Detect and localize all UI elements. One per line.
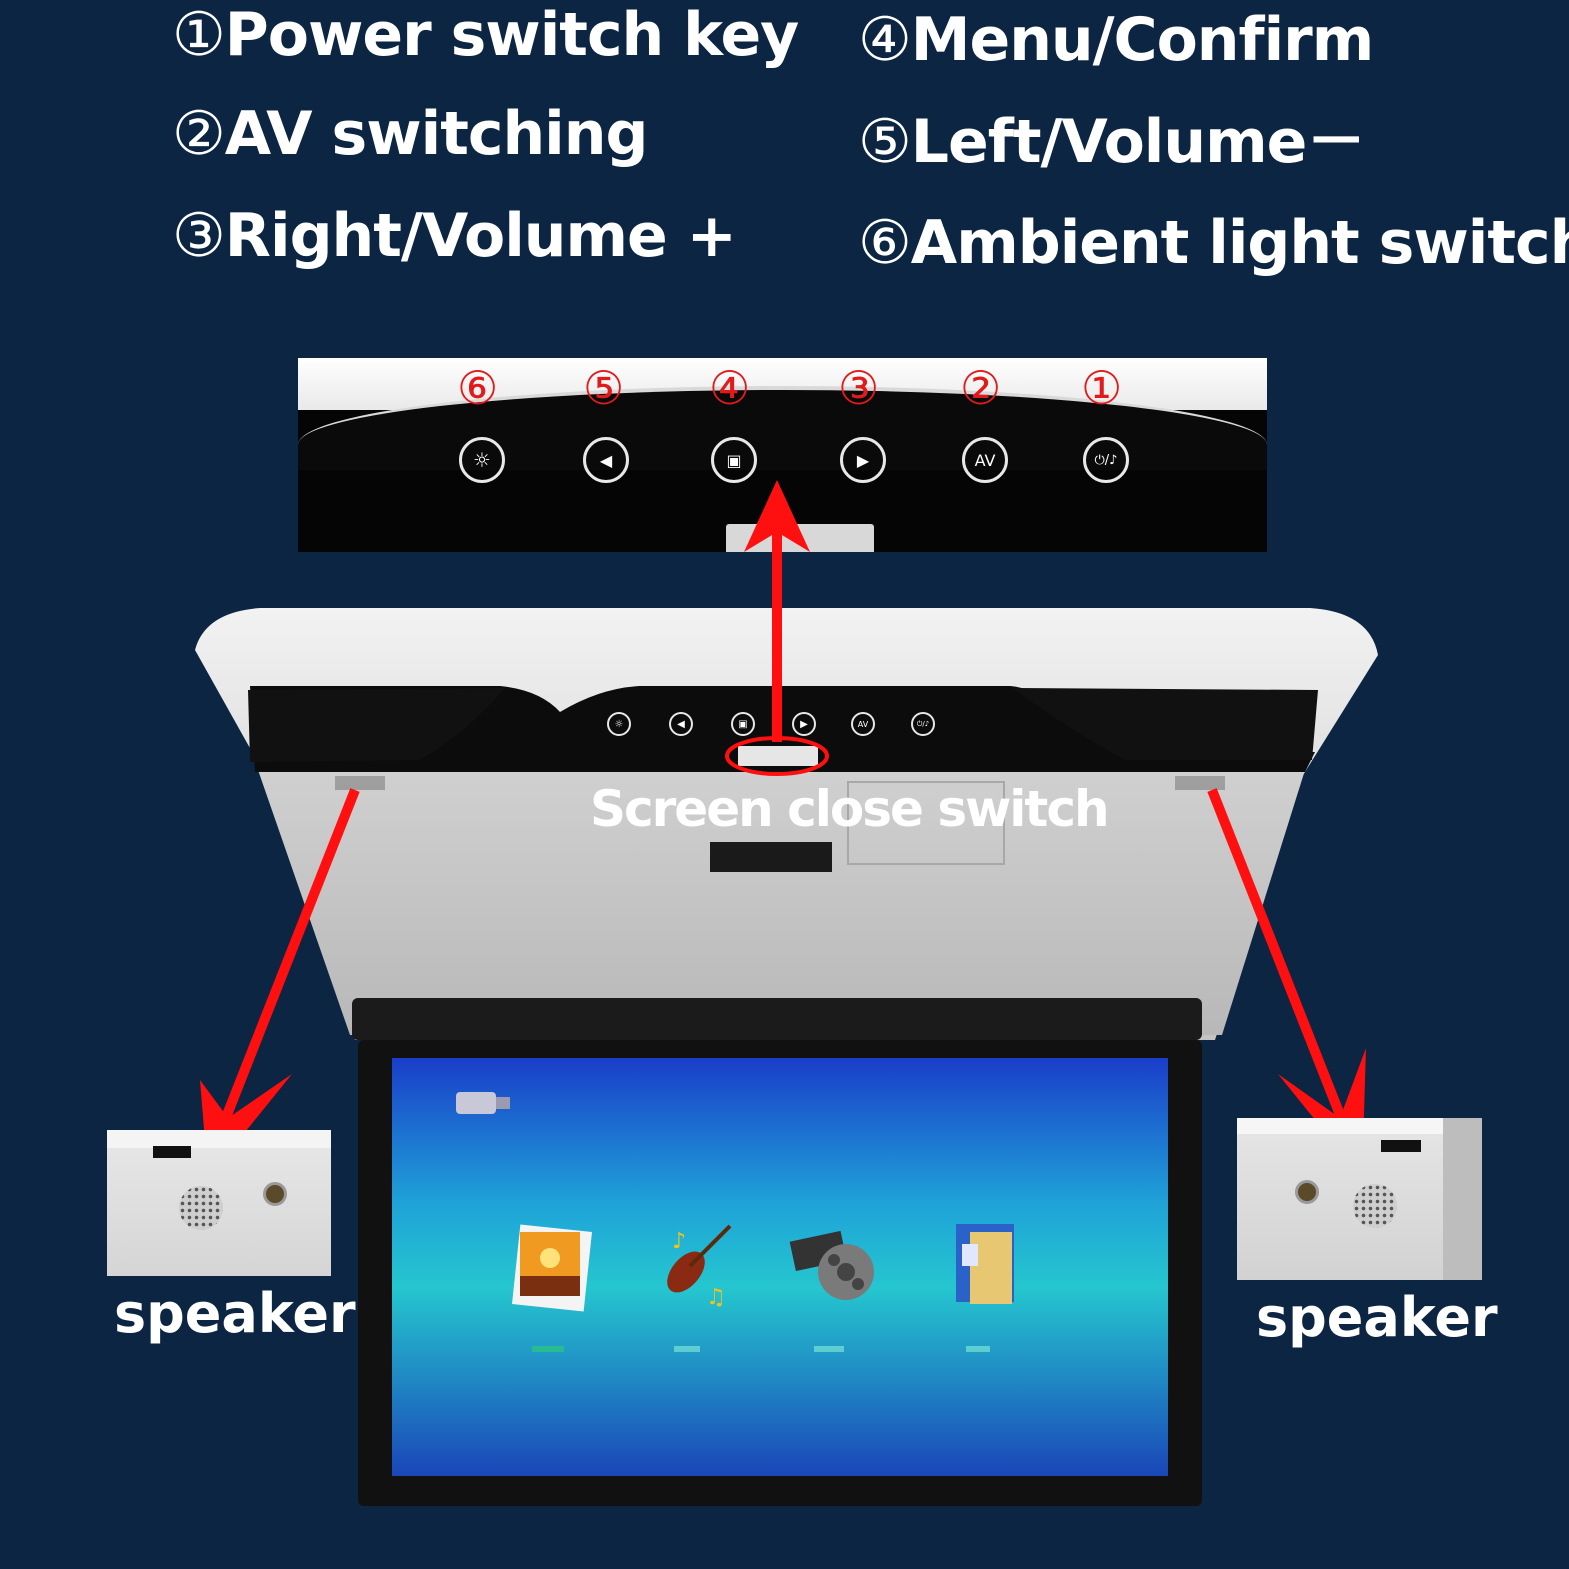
- menu-icon: ▣: [726, 450, 742, 470]
- svg-text:♫: ♫: [706, 1285, 726, 1310]
- speaker-label-left: speaker: [114, 1282, 356, 1345]
- arrow-left-shaft: [220, 788, 360, 1122]
- svg-text:♪: ♪: [672, 1229, 686, 1254]
- av-icon: AV: [857, 719, 869, 729]
- power-icon: ⏻/♪: [916, 719, 930, 728]
- right-arrow-icon: ▶: [800, 718, 808, 730]
- ambient-light-button[interactable]: ☼: [459, 437, 505, 483]
- right-volume-button[interactable]: ▶: [840, 437, 886, 483]
- legend-item-ambient: ⑥Ambient light switch: [858, 208, 1569, 278]
- menu-button[interactable]: ▣: [711, 437, 757, 483]
- marker-5: ⑤: [583, 361, 625, 415]
- photo-icon: [512, 1224, 592, 1312]
- speaker-closeup-left: [107, 1130, 331, 1276]
- legend-item-power: ①Power switch key: [172, 0, 799, 70]
- sun-icon: ☼: [614, 718, 624, 730]
- speaker-grill-icon: [1353, 1184, 1397, 1228]
- power-icon: ⏻/♪: [1094, 452, 1118, 468]
- hinge: [352, 998, 1202, 1040]
- screw-icon: [263, 1182, 287, 1206]
- small-right-button[interactable]: ▶: [792, 712, 816, 736]
- close-switch: [738, 746, 818, 766]
- movie-icon: [789, 1230, 874, 1300]
- menu-icon: ▣: [738, 718, 748, 730]
- speaker-grille-left: [335, 776, 385, 790]
- marker-6: ⑥: [457, 361, 499, 415]
- rating-label: [710, 842, 832, 872]
- usb-icon: [456, 1092, 496, 1114]
- marker-1: ①: [1081, 361, 1123, 415]
- speaker-closeup-right: [1237, 1118, 1482, 1280]
- small-ambient-button[interactable]: ☼: [607, 712, 631, 736]
- file-icon: [956, 1224, 1014, 1304]
- speaker-grille-right: [1175, 776, 1225, 790]
- av-icon: AV: [974, 450, 996, 470]
- marker-3: ③: [838, 361, 880, 415]
- sun-icon: ☼: [473, 448, 491, 472]
- speaker-grill-icon: [179, 1186, 223, 1230]
- right-arrow-icon: ▶: [856, 450, 870, 470]
- small-left-button[interactable]: ◀: [669, 712, 693, 736]
- screen-close-switch-label: Screen close switch: [590, 780, 1110, 838]
- marker-4: ④: [709, 361, 751, 415]
- arrow-right-shaft: [1207, 788, 1347, 1122]
- legend-item-menu: ④Menu/Confirm: [858, 5, 1374, 75]
- arrow-up-head: [744, 480, 810, 552]
- small-menu-button[interactable]: ▣: [731, 712, 755, 736]
- power-button[interactable]: ⏻/♪: [1083, 437, 1129, 483]
- av-button[interactable]: AV: [962, 437, 1008, 483]
- left-arrow-icon: ◀: [677, 718, 685, 730]
- small-av-button[interactable]: AV: [851, 712, 875, 736]
- marker-2: ②: [960, 361, 1002, 415]
- display-screen: [392, 1058, 1168, 1476]
- legend-item-left-volume: ⑤Left/Volume－: [858, 107, 1366, 177]
- left-volume-button[interactable]: ◀: [583, 437, 629, 483]
- left-arrow-icon: ◀: [599, 450, 613, 470]
- speaker-label-right: speaker: [1256, 1286, 1498, 1349]
- legend-item-right-volume: ③Right/Volume +: [172, 201, 737, 271]
- music-icon: ♪ ♫: [667, 1224, 732, 1310]
- legend-item-av: ②AV switching: [172, 99, 648, 169]
- housing-inner: [258, 770, 1305, 1035]
- screw-icon: [1295, 1180, 1319, 1204]
- small-power-button[interactable]: ⏻/♪: [911, 712, 935, 736]
